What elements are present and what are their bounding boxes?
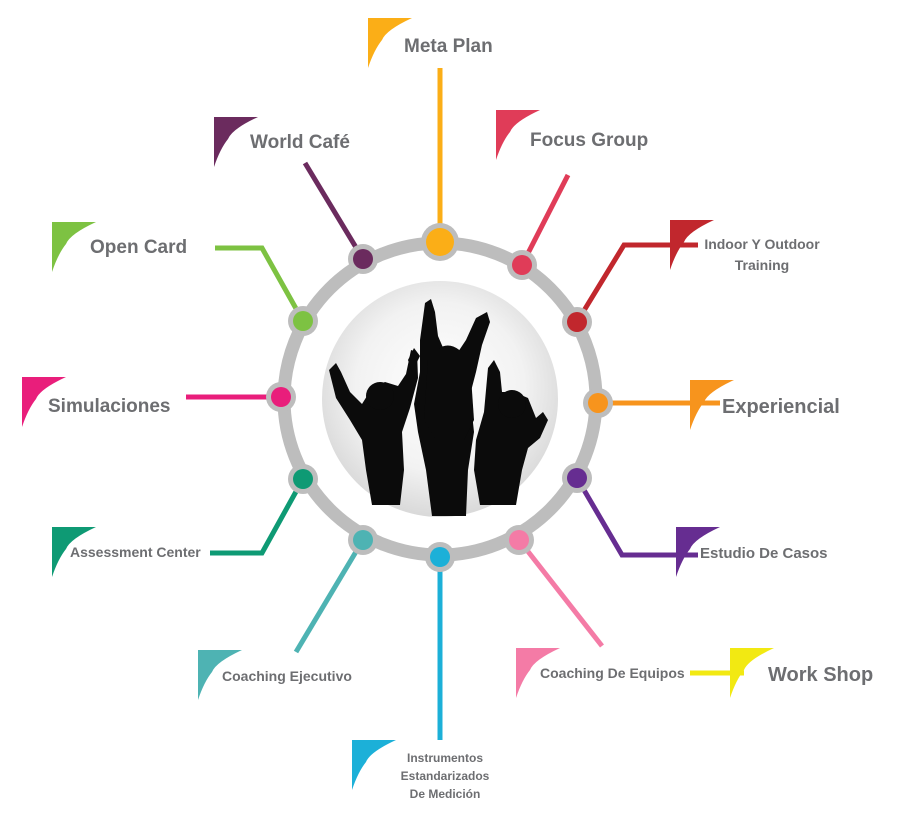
simulaciones-dot (271, 387, 291, 407)
coaching-ejecutivo-dot (353, 530, 373, 550)
people-silhouette-image (329, 299, 548, 516)
focus-group-label: Focus Group (530, 130, 648, 151)
connector-lines (186, 68, 744, 740)
node-dots (266, 223, 613, 572)
experiencial-dot (588, 393, 608, 413)
indoor-outdoor-connector (574, 242, 698, 324)
open-card-connector (215, 245, 306, 323)
estudio-de-casos-connector (574, 476, 698, 558)
estudio-de-casos-label: Estudio De Casos (700, 545, 828, 562)
work-shop-tag-icon (730, 648, 774, 698)
open-card-dot (293, 311, 313, 331)
experiencial-tag-icon (690, 380, 734, 430)
world-cafe-connector (302, 161, 366, 261)
instrumentos-dot (430, 547, 450, 567)
simulaciones-tag-icon (22, 377, 66, 427)
open-card-label: Open Card (90, 237, 187, 258)
indoor-outdoor-dot (567, 312, 587, 332)
coaching-de-equipos-dot (509, 530, 529, 550)
assessment-center-tag-icon (52, 527, 96, 577)
coaching-de-equipos-label: Coaching De Equipos (540, 665, 685, 681)
world-cafe-tag-icon (214, 117, 258, 167)
instrumentos-tag-icon (352, 740, 396, 790)
focus-group-connector (519, 173, 571, 267)
open-card-tag-icon (52, 222, 96, 272)
world-cafe-dot (353, 249, 373, 269)
simulaciones-label: Simulaciones (48, 396, 171, 417)
assessment-center-connector (210, 477, 306, 556)
world-cafe-label: World Café (250, 132, 350, 153)
meta-plan-dot (426, 228, 454, 256)
work-shop-label: Work Shop (768, 664, 873, 686)
coaching-de-equipos-tag-icon (516, 648, 560, 698)
estudio-de-casos-tag-icon (676, 527, 720, 577)
focus-group-dot (512, 255, 532, 275)
meta-plan-label: Meta Plan (404, 36, 493, 57)
experiencial-label: Experiencial (722, 396, 840, 418)
indoor-outdoor-tag-icon (670, 220, 714, 270)
estudio-de-casos-dot (567, 468, 587, 488)
coaching-ejecutivo-label: Coaching Ejecutivo (222, 668, 352, 684)
coaching-ejecutivo-connector (293, 538, 366, 654)
assessment-center-label: Assessment Center (70, 544, 201, 560)
meta-plan-tag-icon (368, 18, 412, 68)
assessment-center-dot (293, 469, 313, 489)
coaching-ejecutivo-tag-icon (198, 650, 242, 700)
focus-group-tag-icon (496, 110, 540, 160)
coaching-de-equipos-connector (517, 538, 604, 648)
